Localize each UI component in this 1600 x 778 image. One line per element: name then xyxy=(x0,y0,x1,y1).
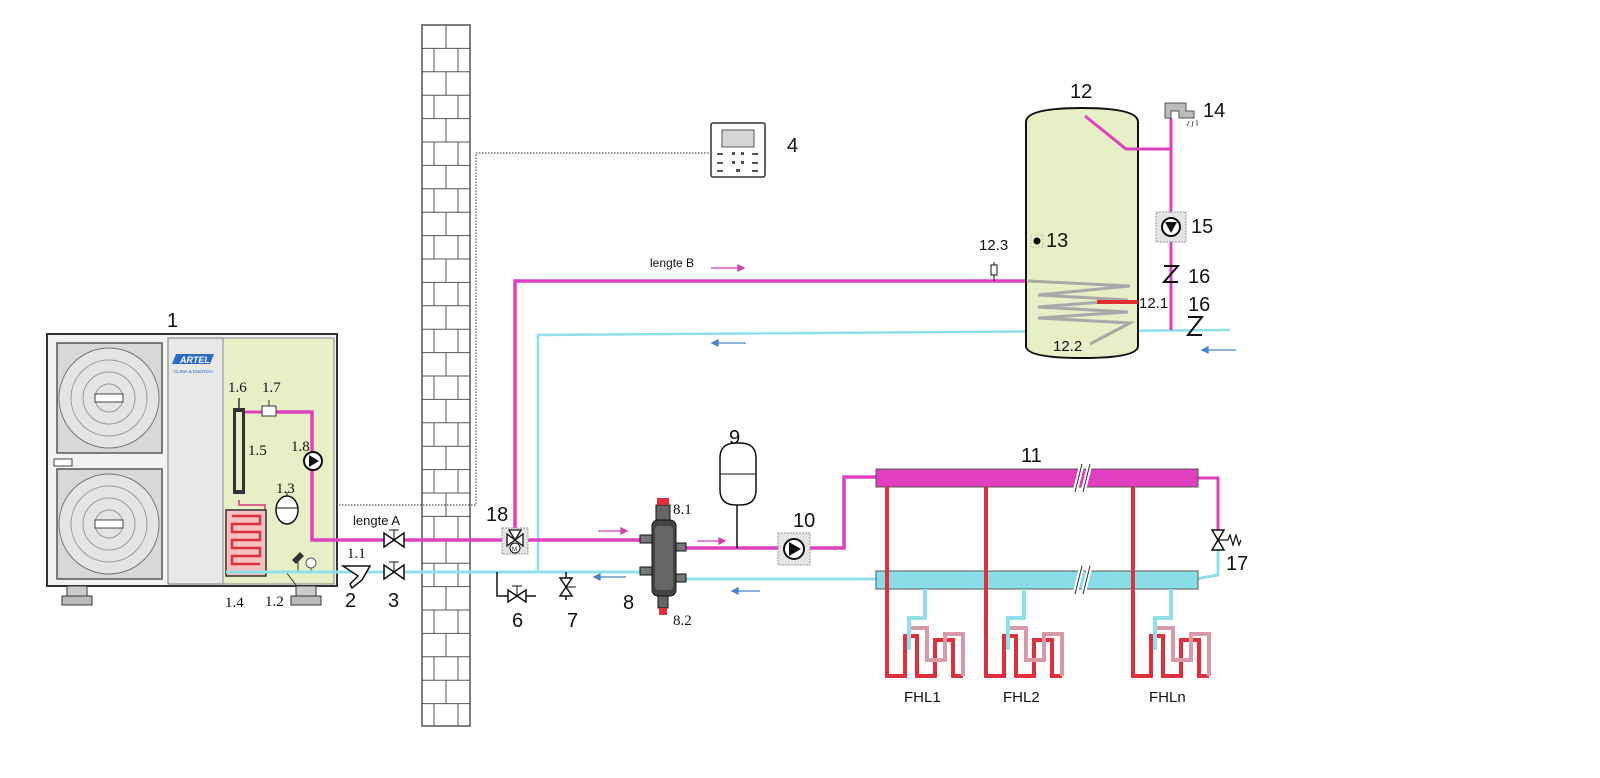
piping xyxy=(266,279,1231,597)
floor-loop-3 xyxy=(1131,487,1211,678)
pressure-relief-valve xyxy=(292,552,304,564)
floor-loop-2 xyxy=(984,487,1064,678)
unit-supply-pipe xyxy=(275,410,394,542)
internal-components xyxy=(225,398,394,586)
outdoor-unit: ARTEL CLIMA & ENERGIA xyxy=(46,333,338,606)
shutoff-valve-supply xyxy=(383,529,405,549)
tap-icon xyxy=(1164,102,1198,128)
dhw-recirculation xyxy=(1155,102,1205,336)
label-8-2: 8.2 xyxy=(673,613,692,629)
circulation-pump xyxy=(777,532,811,566)
label-lengte-a: lengte A xyxy=(353,513,400,528)
fill-valve xyxy=(558,572,576,600)
pressure-gauge xyxy=(305,557,317,569)
label-12-1: 12.1 xyxy=(1139,295,1168,312)
tank-coil xyxy=(1027,279,1136,346)
flow-arrows xyxy=(592,263,1236,596)
dhw-return-pipe xyxy=(536,328,1231,572)
separator-drain xyxy=(657,595,669,609)
label-16b: 16 xyxy=(1188,294,1210,316)
drain-valve xyxy=(507,585,527,604)
label-8-1: 8.1 xyxy=(673,502,692,518)
label-18: 18 xyxy=(486,504,508,526)
label-1-1: 1.1 xyxy=(347,546,366,562)
label-8: 8 xyxy=(623,592,634,614)
svg-text:CLIMA & ENERGIA: CLIMA & ENERGIA xyxy=(174,369,213,374)
labels: 1 1.1 1.2 1.3 1.4 1.5 1.6 1.7 1.8 2 3 4 … xyxy=(167,81,1248,706)
label-11: 11 xyxy=(1021,445,1042,467)
label-fhln: FHLn xyxy=(1149,689,1186,706)
artel-logo: ARTEL CLIMA & ENERGIA xyxy=(172,354,214,374)
label-6: 6 xyxy=(512,610,523,632)
tank-sensor xyxy=(1033,237,1041,245)
label-12-3: 12.3 xyxy=(979,237,1008,254)
label-fhl2: FHL2 xyxy=(1003,689,1040,706)
dhw-supply-pipe xyxy=(513,279,1030,530)
label-4: 4 xyxy=(787,135,798,157)
label-lengte-b: lengte B xyxy=(650,256,694,270)
fan-top xyxy=(56,342,163,454)
bypass-valve xyxy=(1210,529,1242,551)
dhw-pipe-sensor xyxy=(990,264,998,276)
label-1-4: 1.4 xyxy=(225,595,244,611)
svg-text:M: M xyxy=(512,547,517,553)
separator-air-vent xyxy=(655,504,671,521)
check-valve-inlet xyxy=(1185,316,1205,336)
label-12-2: 12.2 xyxy=(1053,338,1082,355)
label-2: 2 xyxy=(345,590,356,612)
shutoff-valve-return xyxy=(383,561,405,581)
label-16a: 16 xyxy=(1188,266,1210,288)
label-1-2: 1.2 xyxy=(265,594,284,610)
fan-bottom xyxy=(56,468,163,580)
label-1-7: 1.7 xyxy=(262,380,281,396)
label-3: 3 xyxy=(388,590,399,612)
y-strainer xyxy=(340,565,372,590)
label-15: 15 xyxy=(1191,216,1213,238)
dhw-tank xyxy=(990,106,1171,360)
three-way-valve: M xyxy=(501,527,529,555)
label-13: 13 xyxy=(1046,230,1068,252)
manifold-supply-bar xyxy=(875,468,1199,488)
floor-heating-manifold xyxy=(875,463,1199,595)
label-14: 14 xyxy=(1203,100,1225,122)
unit-expansion-vessel xyxy=(275,495,299,525)
label-1: 1 xyxy=(167,310,178,332)
label-17: 17 xyxy=(1226,553,1248,575)
svg-text:ARTEL: ARTEL xyxy=(179,355,210,365)
label-7: 7 xyxy=(567,610,578,632)
controller-cable xyxy=(336,152,710,506)
label-1-6: 1.6 xyxy=(228,380,247,396)
hydraulic-separator xyxy=(639,498,687,615)
floor-loop-1 xyxy=(885,487,965,678)
unit-badge xyxy=(53,458,73,467)
unit-side-panel xyxy=(167,337,224,585)
brick-wall xyxy=(421,24,471,727)
label-9: 9 xyxy=(729,427,740,449)
floor-heating-loops xyxy=(885,487,1211,678)
label-1-3: 1.3 xyxy=(276,481,295,497)
flow-switch xyxy=(261,405,277,417)
label-12: 12 xyxy=(1070,81,1092,103)
label-fhl1: FHL1 xyxy=(904,689,941,706)
manifold-return-bar xyxy=(875,570,1199,590)
label-1-5: 1.5 xyxy=(248,443,267,459)
check-valve-recirc xyxy=(1161,265,1181,283)
unit-feet xyxy=(61,585,322,606)
controller-screen xyxy=(721,129,755,148)
expansion-vessel xyxy=(719,442,757,506)
wired-controller xyxy=(336,122,766,506)
secondary-supply xyxy=(810,475,876,550)
label-10: 10 xyxy=(793,510,815,532)
label-1-8: 1.8 xyxy=(291,439,310,455)
